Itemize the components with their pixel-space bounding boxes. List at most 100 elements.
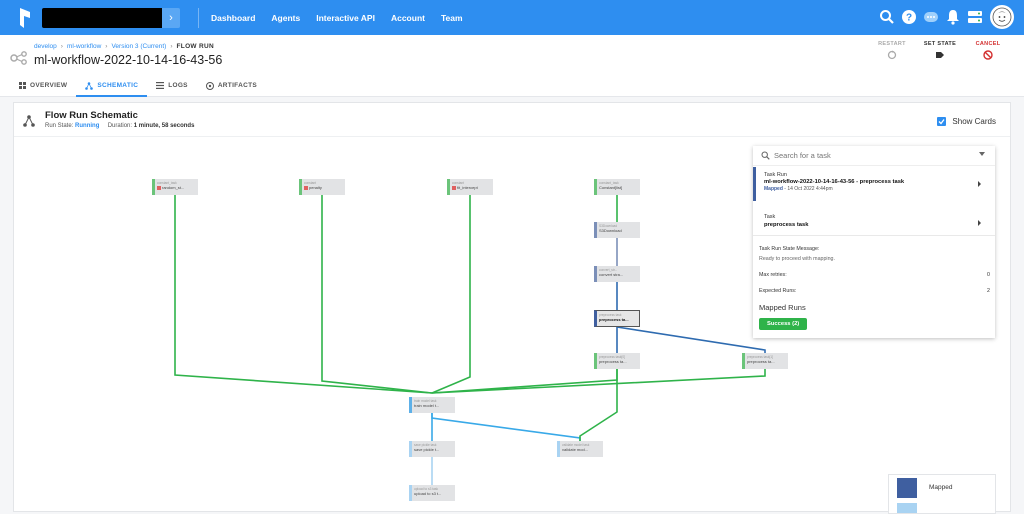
task-node-random-state[interactable]: constant_task random_st...	[152, 179, 198, 195]
task-node-type: upload to s3 task	[414, 487, 439, 491]
task-node-convert-strategy[interactable]: convert_str... convert stra...	[594, 266, 640, 282]
task-node-name: convert stra...	[599, 272, 624, 277]
tenant-name-redacted[interactable]	[42, 7, 162, 28]
tab-artifacts[interactable]: ARTIFACTS	[197, 75, 266, 96]
chevron-right-icon	[978, 220, 981, 226]
restart-button[interactable]: RESTART	[868, 41, 916, 62]
task-node-name: S3Download	[599, 228, 622, 233]
task-node-name: preprocess ta...	[599, 359, 627, 364]
top-icons: ?	[874, 5, 1014, 29]
set-state-label: SET STATE	[923, 41, 957, 47]
artifacts-icon	[205, 81, 214, 90]
success-count-badge[interactable]: Success (2)	[759, 318, 808, 330]
duration-value: 1 minute, 58 seconds	[133, 123, 195, 129]
set-state-icon	[936, 52, 944, 58]
notifications-bell-icon[interactable]	[944, 8, 962, 26]
task-node-name: Constant[list]	[599, 185, 623, 190]
nav-account[interactable]: Account	[390, 12, 425, 23]
duration-label: Duration:	[107, 123, 133, 129]
task-node-type: preprocess task	[599, 313, 622, 317]
task-node-preprocess-1[interactable]: preprocess task[1] preprocess ta...	[742, 353, 788, 369]
tab-logs[interactable]: LOGS	[147, 75, 197, 96]
task-run-name: ml-workflow-2022-10-14-16-43-56 - prepro…	[764, 179, 905, 185]
nav-interactive-api[interactable]: Interactive API	[316, 12, 375, 23]
breadcrumb-project[interactable]: develop	[34, 43, 57, 50]
task-node-train-model[interactable]: train model task train model t...	[409, 397, 455, 413]
cancel-button[interactable]: CANCEL	[964, 41, 1012, 62]
task-node-type: S3Download	[599, 224, 618, 228]
error-marker-icon	[452, 185, 456, 190]
task-node-preprocess-selected[interactable]: preprocess task preprocess ta...	[594, 310, 640, 327]
breadcrumb-flow[interactable]: ml-workflow	[66, 43, 102, 50]
state-legend: Mapped	[888, 474, 996, 514]
task-node-validate-model[interactable]: validate model task validate mod...	[557, 441, 603, 457]
schematic-card-header: Flow Run Schematic Run State: Running Du…	[14, 103, 1010, 137]
logs-icon	[156, 82, 165, 89]
task-run-card[interactable]: Task Run ml-workflow-2022-10-14-16-43-56…	[753, 167, 995, 201]
breadcrumb-version[interactable]: Version 3 (Current)	[111, 43, 167, 50]
task-node-upload-s3[interactable]: upload to s3 task upload to s3 t...	[409, 485, 455, 501]
task-node-type: constant_task	[599, 181, 619, 185]
server-status-icon[interactable]	[966, 8, 984, 26]
task-node-s3download[interactable]: S3Download S3Download	[594, 222, 640, 238]
task-search-input[interactable]	[774, 151, 964, 160]
chevron-down-icon[interactable]	[979, 152, 985, 156]
task-node-name: preprocess ta...	[599, 317, 629, 322]
task-run-label: Task Run	[764, 172, 787, 178]
expected-runs-row: Expected Runs: 2	[759, 288, 990, 294]
search-icon[interactable]	[878, 8, 896, 26]
task-node-name-row: penalty	[304, 185, 345, 190]
nav-team[interactable]: Team	[440, 12, 463, 23]
page-title: ml-workflow-2022-10-14-16-43-56	[34, 53, 223, 67]
task-details-panel: Task Run ml-workflow-2022-10-14-16-43-56…	[753, 146, 995, 338]
state-message: Ready to proceed with mapping.	[759, 256, 835, 262]
task-node-name: fit_intercept	[457, 185, 478, 190]
task-node-name: preprocess ta...	[747, 359, 775, 364]
schematic-title: Flow Run Schematic	[45, 110, 138, 121]
task-node-name: random_st...	[162, 185, 185, 190]
state-message-block: Task Run State Message: Ready to proceed…	[759, 246, 835, 262]
task-run-date: - 14 Oct 2022 4:44pm	[782, 186, 833, 192]
chevron-right-icon	[978, 181, 981, 187]
breadcrumb-separator: ›	[170, 43, 173, 50]
overview-icon	[19, 82, 26, 89]
show-cards-toggle[interactable]: Show Cards	[937, 117, 996, 126]
nav-agents[interactable]: Agents	[271, 12, 301, 23]
mapped-runs-title: Mapped Runs	[759, 303, 806, 312]
help-icon[interactable]: ?	[900, 8, 918, 26]
prefect-logo[interactable]	[12, 5, 38, 31]
max-retries-value: 0	[987, 272, 990, 278]
cancel-label: CANCEL	[975, 41, 1001, 47]
task-node-save-pickle[interactable]: save pickle task save pickle t...	[409, 441, 455, 457]
chat-icon[interactable]	[922, 8, 940, 26]
task-node-name: validate mod...	[562, 447, 589, 452]
svg-text:?: ?	[906, 13, 912, 24]
tab-schematic-label: SCHEMATIC	[97, 82, 139, 89]
task-node-type: train model task	[414, 399, 437, 403]
set-state-button[interactable]: SET STATE	[916, 41, 964, 62]
nav-dashboard[interactable]: Dashboard	[211, 12, 256, 23]
legend-mapped-label: Mapped	[929, 484, 953, 491]
task-node-fit-intercept[interactable]: constant fit_intercept	[447, 179, 493, 195]
tenant-switch-button[interactable]: ›	[162, 7, 180, 28]
tab-overview[interactable]: OVERVIEW	[10, 75, 76, 96]
task-node-type: preprocess task[0]	[599, 355, 626, 359]
tab-artifacts-label: ARTIFACTS	[217, 82, 257, 89]
run-state-label: Run State:	[45, 123, 74, 129]
task-node-preprocess-0[interactable]: preprocess task[0] preprocess ta...	[594, 353, 640, 369]
tab-schematic[interactable]: SCHEMATIC	[76, 75, 148, 97]
show-cards-label: Show Cards	[952, 117, 996, 126]
expected-runs-label: Expected Runs:	[759, 288, 797, 294]
checkmark-icon	[938, 119, 945, 125]
task-node-penalty[interactable]: constant penalty	[299, 179, 345, 195]
expected-runs-value: 2	[987, 288, 990, 294]
tab-logs-label: LOGS	[168, 82, 188, 89]
task-node-constant-list[interactable]: constant_task Constant[list]	[594, 179, 640, 195]
show-cards-checkbox[interactable]	[937, 117, 947, 126]
tab-overview-label: OVERVIEW	[30, 82, 68, 89]
error-marker-icon	[157, 185, 161, 190]
state-message-label: Task Run State Message:	[759, 246, 820, 252]
task-card[interactable]: Task preprocess task	[753, 208, 995, 236]
user-avatar[interactable]	[990, 5, 1014, 29]
main-nav: Dashboard Agents Interactive API Account…	[198, 7, 471, 28]
